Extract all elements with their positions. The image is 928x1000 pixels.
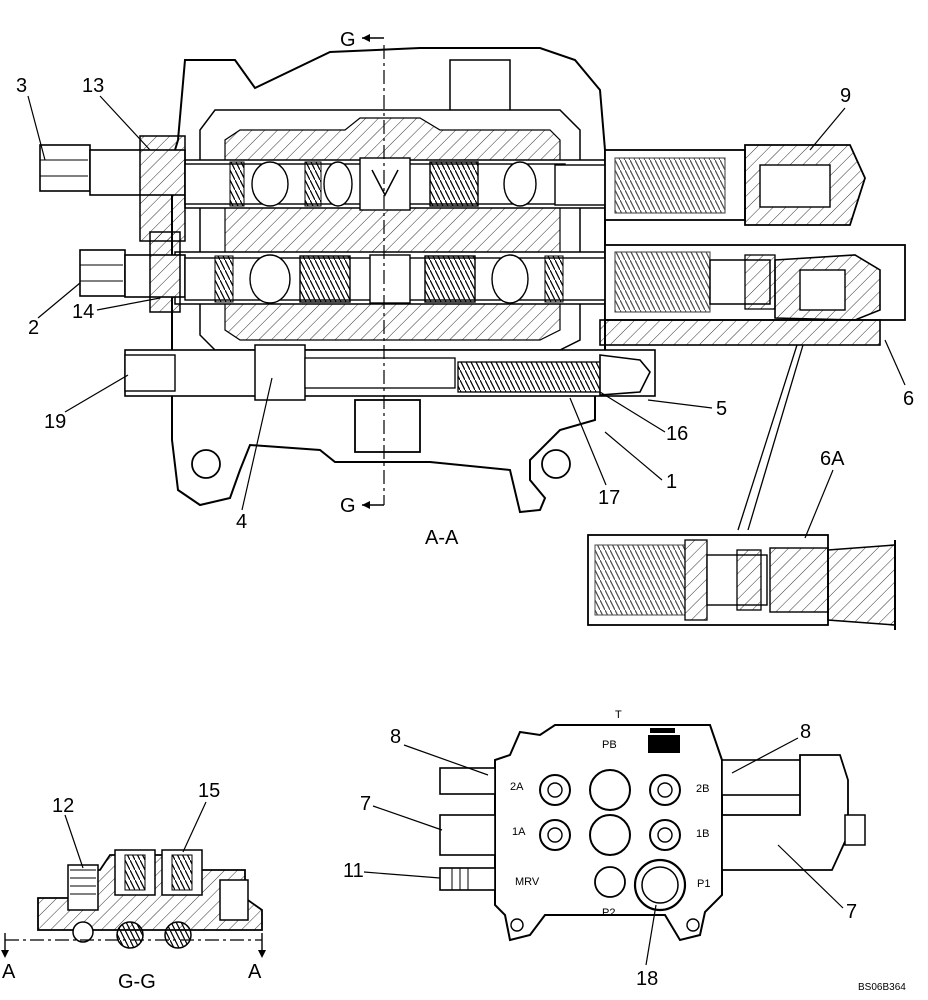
callout-16: 16 bbox=[666, 423, 688, 445]
callout-1: 1 bbox=[666, 471, 677, 493]
callout-7-right: 7 bbox=[846, 901, 857, 923]
callout-12: 12 bbox=[52, 795, 74, 817]
mount-hole-right bbox=[541, 449, 571, 479]
callout-9: 9 bbox=[840, 85, 851, 107]
callout-18: 18 bbox=[636, 968, 658, 990]
section-gg-view: A A G-G bbox=[1, 849, 266, 993]
callout-14: 14 bbox=[72, 301, 94, 323]
callout-17: 17 bbox=[598, 487, 620, 509]
callouts: 3 13 9 2 14 19 4 5 16 17 1 6 12 15 8 8 7… bbox=[16, 75, 914, 990]
drawing-code: BS06B364 bbox=[858, 982, 906, 993]
port-label-2a: 2A bbox=[510, 781, 524, 793]
port-label-mrv: MRV bbox=[515, 876, 540, 888]
mount-hole-left bbox=[191, 449, 221, 479]
callout-7-left: 7 bbox=[360, 793, 371, 815]
detail-6a-view: 6A bbox=[587, 344, 896, 630]
spring-cap-housings bbox=[599, 144, 906, 346]
port-label-1a: 1A bbox=[512, 826, 526, 838]
section-marker-a-right: A bbox=[248, 961, 262, 983]
callout-2: 2 bbox=[28, 317, 39, 339]
section-gg-label: G-G bbox=[118, 971, 156, 993]
section-marker-a-left: A bbox=[2, 961, 16, 983]
bottom-port bbox=[354, 399, 421, 453]
port-label-pb: PB bbox=[602, 739, 617, 751]
callout-8-left: 8 bbox=[390, 726, 401, 748]
callout-11: 11 bbox=[343, 860, 364, 882]
callout-19: 19 bbox=[44, 411, 66, 433]
callout-5: 5 bbox=[716, 398, 727, 420]
section-marker-g-top: G bbox=[340, 29, 356, 51]
port-center-upper bbox=[589, 769, 631, 811]
callout-3: 3 bbox=[16, 75, 27, 97]
exterior-view: PB 2A 2B 1A 1B MRV P1 P2 T bbox=[439, 709, 866, 942]
lower-spool bbox=[79, 249, 616, 304]
internal-gallery-inner bbox=[224, 117, 561, 341]
relief-valve-assembly bbox=[124, 344, 656, 401]
port-center-lower bbox=[589, 814, 631, 856]
seal-plate-upper bbox=[139, 135, 186, 242]
callout-4: 4 bbox=[236, 511, 247, 533]
callout-15: 15 bbox=[198, 780, 220, 802]
detail-6a-label: 6A bbox=[820, 448, 845, 470]
section-marker-g-bottom: G bbox=[340, 495, 356, 517]
valve-body-casting bbox=[171, 47, 606, 514]
top-port-boss bbox=[449, 59, 511, 116]
section-aa-label: A-A bbox=[425, 527, 459, 549]
port-label-2b: 2B bbox=[696, 783, 709, 795]
callout-13: 13 bbox=[82, 75, 104, 97]
upper-spool bbox=[39, 144, 611, 211]
port-label-t: T bbox=[615, 709, 622, 721]
callout-6: 6 bbox=[903, 388, 914, 410]
port-label-p2: P2 bbox=[602, 907, 615, 919]
port-label-p1: P1 bbox=[697, 878, 710, 890]
section-aa-view: G G A-A bbox=[39, 29, 906, 549]
seal-plate-lower bbox=[149, 231, 181, 313]
callout-8-right: 8 bbox=[800, 721, 811, 743]
port-mrv-plug bbox=[594, 866, 626, 898]
port-label-1b: 1B bbox=[696, 828, 709, 840]
